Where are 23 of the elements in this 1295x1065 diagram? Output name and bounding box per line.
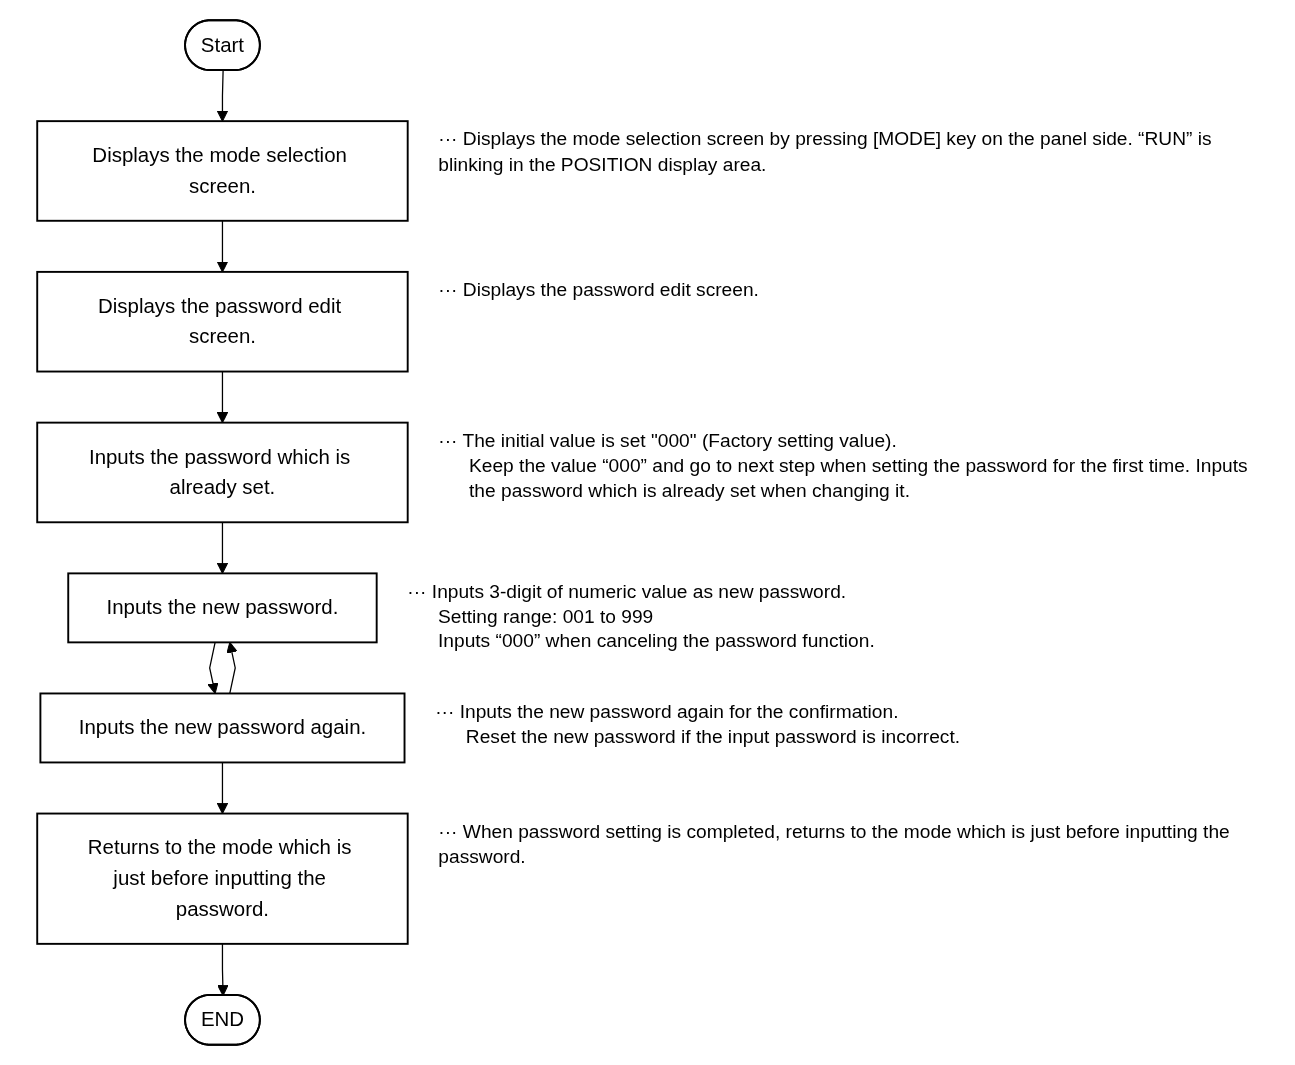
note-text: Keep the value “000” and go to next step when setting the password for the first time. Inputs the password which is already set when changing it. — [467, 452, 1249, 503]
node-box: Inputs the password which is already set. — [35, 421, 409, 524]
node-box: Returns to the mode which is just before inputting the password. — [35, 812, 409, 945]
arrow — [216, 220, 228, 273]
arrow — [216, 521, 228, 574]
arrow — [216, 370, 228, 424]
note-text: Reset the new password if the input password is incorrect. — [464, 723, 961, 749]
note-text: ··· When password setting is completed, returns to the mode which is just before inputting the password. — [438, 818, 1231, 869]
note-text: ··· Inputs the new password again for the confirmation. — [434, 698, 900, 724]
arrow — [216, 70, 228, 122]
node-box: Displays the mode selection screen. — [35, 120, 409, 222]
note-text: Setting range: 001 to 999 — [436, 603, 654, 629]
note-text: ··· Displays the mode selection screen by pressing [MODE] key on the panel side. “RUN” is blinking in the POSITION display area. — [438, 126, 1213, 177]
arrow — [216, 761, 228, 815]
note-text: Inputs “000” when canceling the password function. — [436, 628, 876, 654]
node-box: Inputs the new password again. — [39, 692, 406, 764]
note-text: ··· Displays the password edit screen. — [438, 277, 760, 302]
node-box: Displays the password edit screen. — [35, 270, 409, 373]
arrow — [207, 641, 219, 694]
note-text: ··· Inputs 3-digit of numeric value as new password. — [406, 578, 847, 604]
node-box: Inputs the new password. — [66, 572, 378, 644]
note-text: ··· The initial value is set "000" (Factory setting value). — [438, 428, 898, 453]
arrow — [226, 641, 238, 695]
